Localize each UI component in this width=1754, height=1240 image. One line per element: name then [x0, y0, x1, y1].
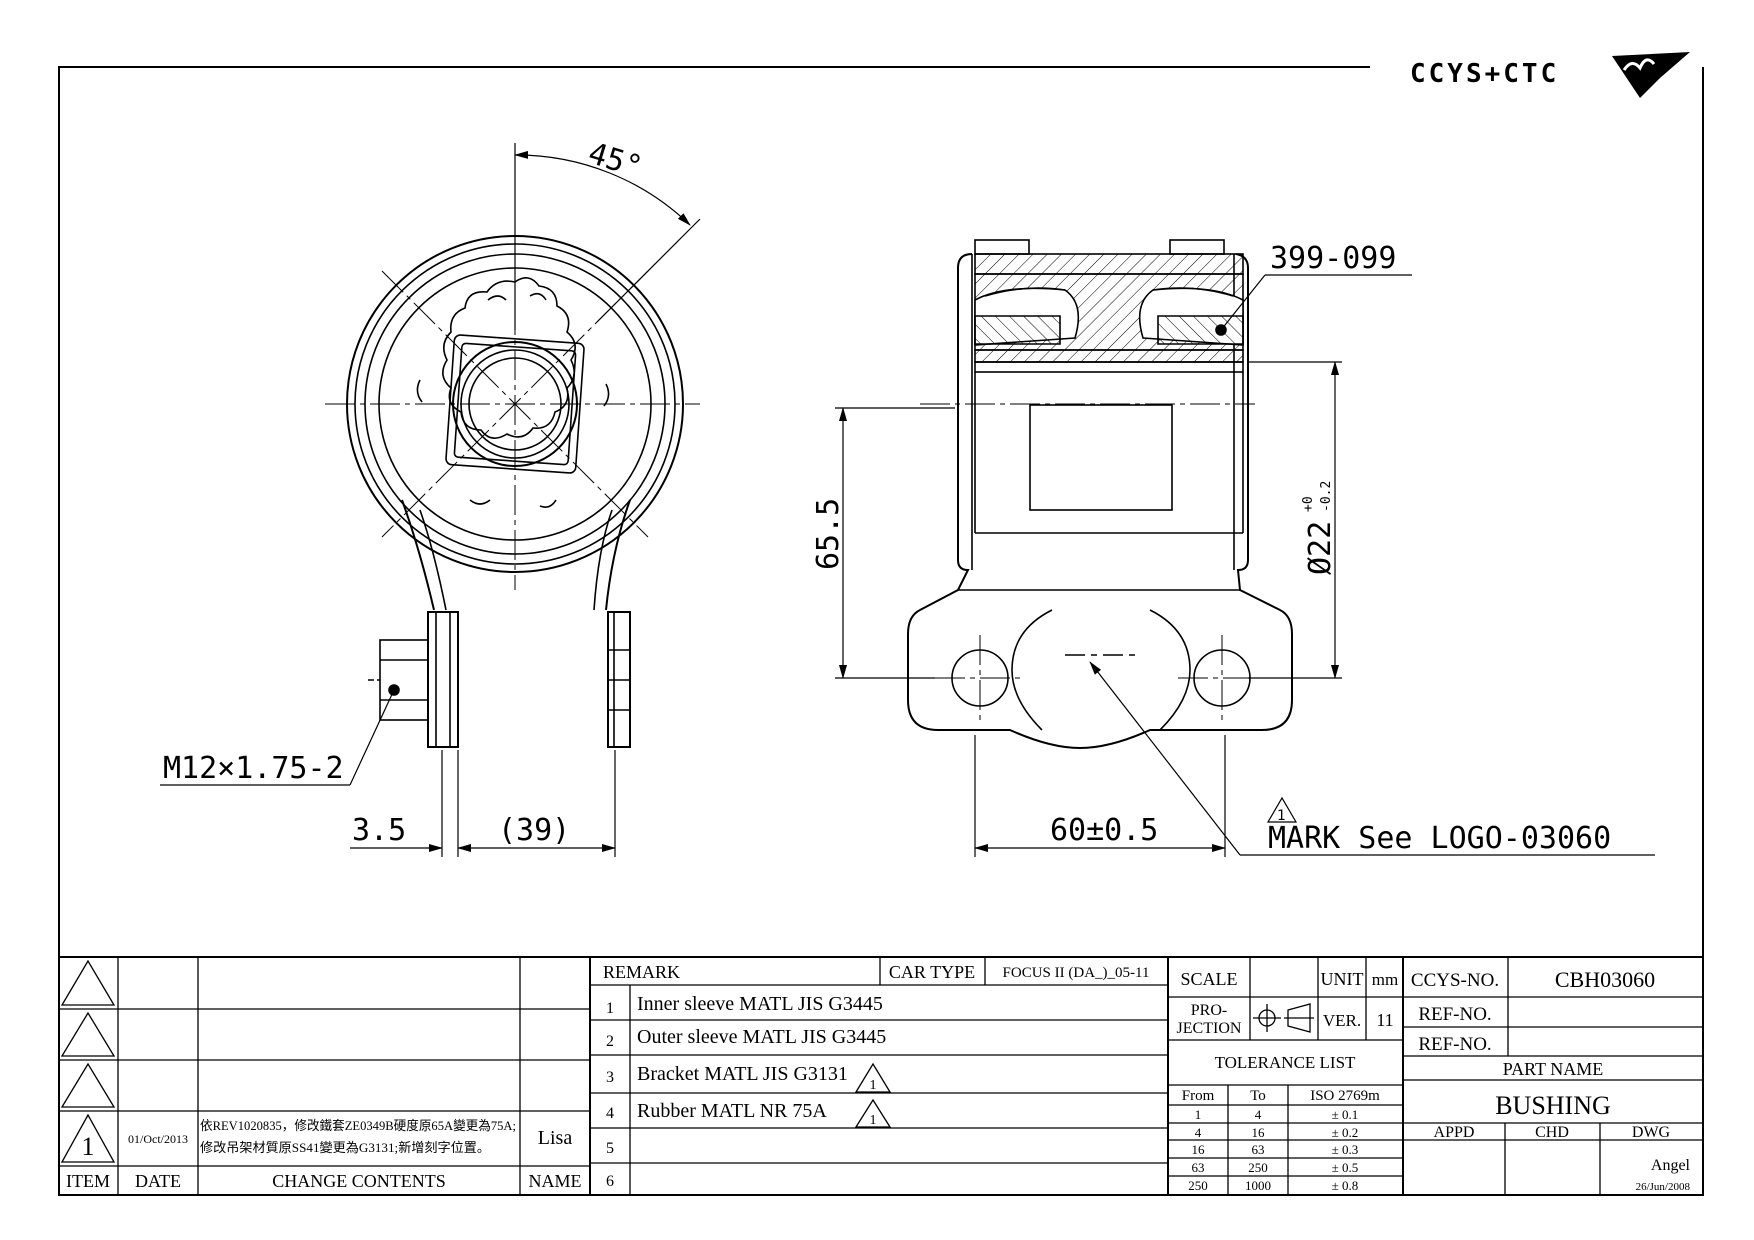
hole-spacing-label: 60±0.5	[1050, 813, 1158, 848]
tol-header-iso: ISO 2769m	[1310, 1088, 1380, 1104]
tol-row3-to: 63	[1252, 1142, 1265, 1157]
tol-row1-from: 1	[1195, 1107, 1202, 1122]
rev-header-date: DATE	[135, 1171, 181, 1191]
angle-dimension	[514, 143, 701, 330]
rev-change-4a: 依REV1020835，修改鐵套ZE0349B硬度原65A變更為75A;	[200, 1118, 516, 1133]
tolerance-table: TOLERANCE LIST From To ISO 2769m 1 4 ± 0…	[1182, 1053, 1380, 1193]
remark-text-2: Outer sleeve MATL JIS G3445	[637, 1026, 886, 1048]
front-view	[325, 215, 700, 748]
remark-no-4: 4	[606, 1105, 614, 1122]
tol-row4-to: 250	[1248, 1160, 1268, 1175]
unit-label: UNIT	[1321, 969, 1364, 989]
title-block: CCYS-NO. CBH03060 REF-NO. REF-NO. PART N…	[1411, 967, 1691, 1193]
remark-no-5: 5	[606, 1140, 614, 1157]
ref-no-label-1: REF-NO.	[1418, 1004, 1491, 1025]
partno-leader	[1220, 274, 1412, 331]
remark-label: REMARK	[603, 962, 680, 982]
diameter-label: Ø22	[1303, 521, 1338, 575]
remark-no-3: 3	[606, 1069, 614, 1086]
rev-item-4: 1	[82, 1132, 95, 1161]
revision-table: 1 01/Oct/2013 依REV1020835，修改鐵套ZE0349B硬度原…	[66, 1118, 582, 1191]
diameter-tol-lower: -0.2	[1319, 481, 1334, 512]
drawing-border	[58, 66, 1704, 1196]
partno-label: 399-099	[1270, 241, 1396, 276]
tol-row3-from: 16	[1192, 1142, 1206, 1157]
thread-leader	[160, 689, 395, 786]
angle-label: 45°	[584, 136, 646, 185]
tolerance-title: TOLERANCE LIST	[1215, 1053, 1356, 1072]
appd-label: APPD	[1434, 1124, 1475, 1141]
tol-header-to: To	[1250, 1088, 1266, 1104]
height-dimension	[835, 407, 955, 679]
dwg-label: DWG	[1632, 1124, 1671, 1141]
remark-rev-3: 1	[870, 1078, 877, 1093]
tol-row2-val: ± 0.2	[1332, 1125, 1359, 1140]
remark-no-6: 6	[606, 1173, 614, 1190]
ver-label: VER.	[1323, 1011, 1361, 1030]
tol-row2-to: 16	[1252, 1125, 1266, 1140]
bottom-left-dimensions	[350, 750, 616, 857]
dwg-name: Angel	[1651, 1157, 1691, 1174]
scale-label: SCALE	[1180, 969, 1237, 989]
title-block-lines	[59, 956, 1703, 1195]
car-type-value: FOCUS II (DA_)_05-11	[1003, 965, 1150, 981]
dwg-date: 26/Jun/2008	[1636, 1181, 1691, 1193]
company-logo: CCYS+CTC	[1410, 52, 1690, 98]
ccys-no-value: CBH03060	[1555, 967, 1655, 992]
tol-row2-from: 4	[1195, 1125, 1202, 1140]
ccys-no-label: CCYS-NO.	[1411, 970, 1499, 991]
chd-label: CHD	[1535, 1124, 1569, 1141]
logo-text: CCYS+CTC	[1410, 59, 1559, 89]
remark-no-1: 1	[606, 1000, 614, 1017]
remark-text-4: Rubber MATL NR 75A	[637, 1100, 827, 1122]
projection-label-1: PRO-	[1191, 1002, 1227, 1019]
car-type-label: CAR TYPE	[889, 962, 975, 982]
tol-row4-from: 63	[1192, 1160, 1205, 1175]
tol-row5-val: ± 0.8	[1332, 1178, 1359, 1193]
rev-header-change: CHANGE CONTENTS	[272, 1171, 446, 1191]
diameter-dimension	[1248, 361, 1342, 679]
remark-text-1: Inner sleeve MATL JIS G3445	[637, 993, 883, 1015]
mark-note: MARK See LOGO-03060	[1268, 821, 1611, 856]
diameter-tol-upper: +0	[1301, 496, 1316, 512]
mark-leader	[1089, 661, 1655, 856]
tol-header-from: From	[1182, 1088, 1215, 1104]
scale-block: SCALE UNIT mm PRO- JECTION VER. 11	[1177, 969, 1399, 1037]
thickness-label: 3.5	[352, 813, 406, 848]
height-label: 65.5	[811, 498, 846, 570]
remark-table: REMARK CAR TYPE FOCUS II (DA_)_05-11 1 I…	[603, 962, 1149, 1190]
ver-value: 11	[1376, 1010, 1393, 1030]
mark-rev-symbol: 1	[1277, 808, 1286, 824]
tol-row3-val: ± 0.3	[1332, 1142, 1359, 1157]
tol-row5-to: 1000	[1245, 1178, 1271, 1193]
center-lines	[325, 215, 700, 590]
remark-rev-4: 1	[870, 1113, 877, 1128]
unit-value: mm	[1372, 970, 1398, 989]
part-name-label: PART NAME	[1503, 1059, 1603, 1079]
rev-header-item: ITEM	[66, 1171, 110, 1191]
rev-header-name: NAME	[529, 1171, 582, 1191]
thread-label: M12×1.75-2	[163, 751, 344, 786]
remark-text-3: Bracket MATL JIS G3131	[637, 1063, 848, 1085]
remark-no-2: 2	[606, 1033, 614, 1050]
part-name-value: BUSHING	[1495, 1091, 1611, 1120]
tol-row1-val: ± 0.1	[1332, 1107, 1359, 1122]
tol-row1-to: 4	[1255, 1107, 1262, 1122]
projection-label-2: JECTION	[1177, 1020, 1242, 1037]
rev-name-4: Lisa	[538, 1127, 573, 1149]
ref-no-label-2: REF-NO.	[1418, 1034, 1491, 1055]
tol-row5-from: 250	[1188, 1178, 1208, 1193]
rev-date-4: 01/Oct/2013	[128, 1132, 188, 1146]
side-view	[907, 239, 1293, 750]
tol-row4-val: ± 0.5	[1332, 1160, 1359, 1175]
bracket-width-label: (39)	[498, 813, 570, 848]
rev-change-4b: 修改吊架材質原SS41變更為G3131;新增刻字位置。	[200, 1140, 490, 1155]
